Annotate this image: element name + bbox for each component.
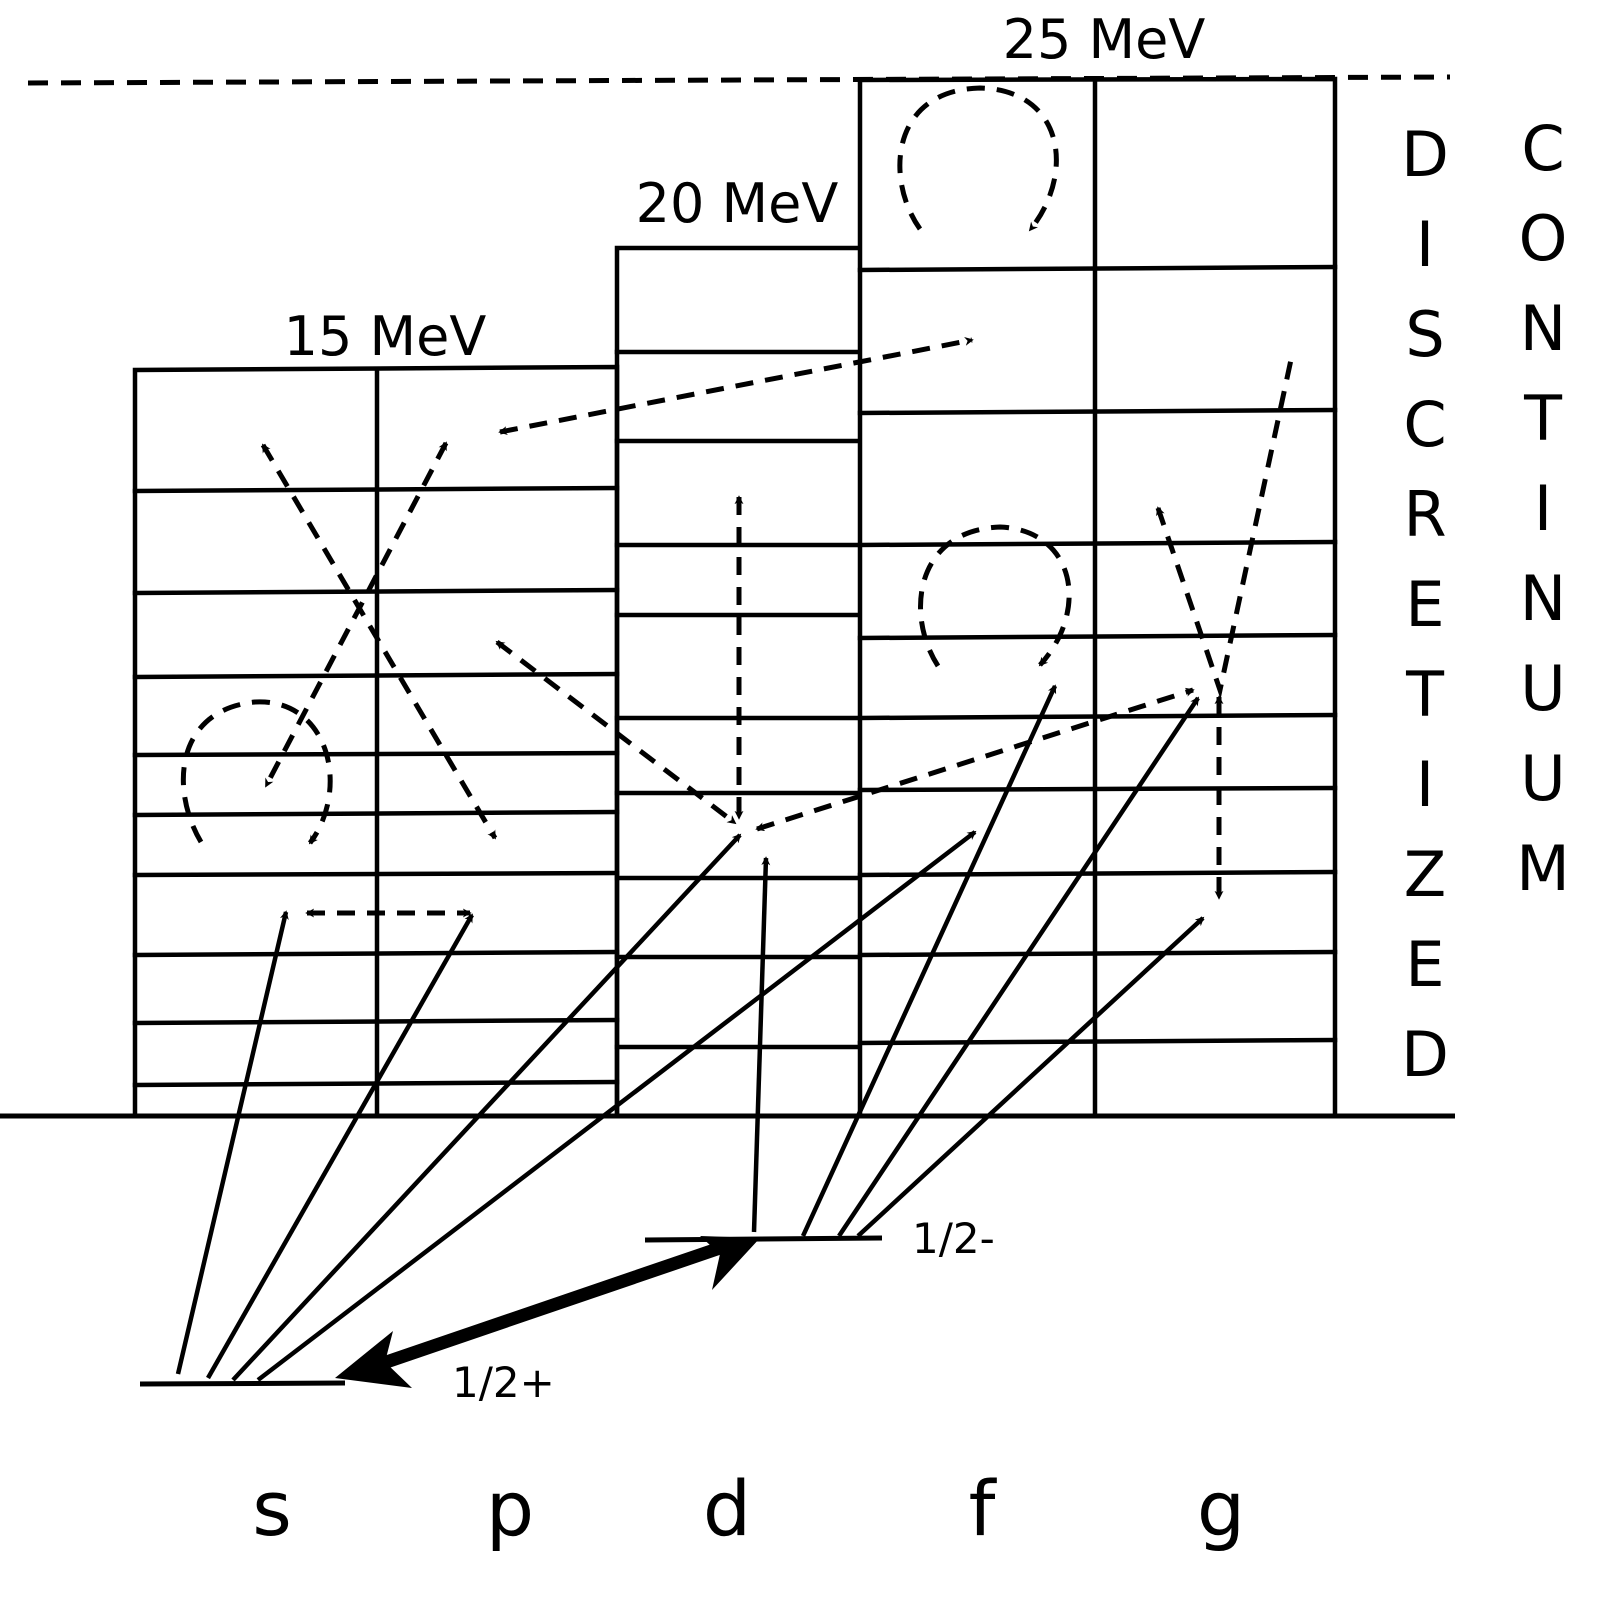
discretized-letter: E	[1405, 928, 1444, 1001]
ground-level-1-2-minus	[644, 1235, 883, 1243]
continuum-letter: M	[1516, 832, 1570, 905]
partial-wave-d: d	[703, 1464, 751, 1553]
group-15mev-bins	[132, 364, 620, 1119]
continuum-couplings-dashed	[180, 85, 1295, 918]
level-label-1-2-minus: 1/2-	[912, 1214, 995, 1263]
discretized-letter: C	[1403, 388, 1446, 461]
discretized-letter: S	[1405, 298, 1444, 371]
continuum-letter: N	[1520, 292, 1566, 365]
excitation-arrows-from-1-2-plus	[175, 830, 977, 1382]
partial-wave-p: p	[486, 1464, 534, 1553]
discretized-letter: T	[1405, 658, 1445, 731]
partial-wave-labels: s p d f g	[252, 1464, 1245, 1553]
partial-wave-s: s	[252, 1464, 292, 1553]
level-label-1-2-plus: 1/2+	[452, 1358, 555, 1407]
continuum-letter: U	[1520, 652, 1565, 725]
discretized-letter: E	[1405, 568, 1444, 641]
continuum-vertical-label: C O N T I N U U M	[1516, 112, 1570, 905]
discretized-vertical-label: D I S C R E T I Z E D	[1401, 118, 1449, 1091]
energy-label-20mev: 20 MeV	[636, 172, 839, 235]
ground-coupling-head-left	[335, 1331, 412, 1388]
continuum-letter: C	[1521, 112, 1564, 185]
continuum-letter: I	[1534, 472, 1552, 545]
continuum-letter: U	[1520, 742, 1565, 815]
ground-coupling-head-right	[700, 1236, 760, 1290]
discretized-letter: D	[1401, 1018, 1449, 1091]
discretized-letter: D	[1401, 118, 1449, 191]
threshold-dashed-line	[27, 74, 1451, 86]
excitation-arrows-from-1-2-minus	[751, 684, 1205, 1238]
continuum-letter: N	[1520, 562, 1566, 635]
discretized-letter: Z	[1404, 838, 1446, 911]
continuum-letter: T	[1523, 382, 1563, 455]
energy-label-25mev: 25 MeV	[1003, 8, 1206, 71]
discretized-letter: I	[1416, 208, 1434, 281]
partial-wave-f: f	[969, 1464, 998, 1553]
partial-wave-g: g	[1197, 1464, 1245, 1553]
discretized-letter: I	[1416, 748, 1434, 821]
ground-state-coupling-arrow	[357, 1241, 723, 1378]
continuum-letter: O	[1519, 202, 1568, 275]
energy-label-15mev: 15 MeV	[284, 305, 487, 368]
group-25mev-bins	[857, 76, 1338, 1119]
ground-level-1-2-plus	[139, 1380, 346, 1387]
discretized-letter: R	[1403, 478, 1446, 551]
